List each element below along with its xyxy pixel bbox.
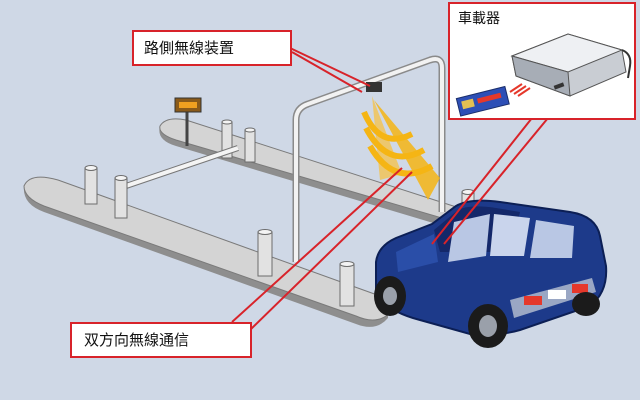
antenna-icon	[366, 82, 382, 92]
bollard	[84, 165, 98, 205]
barrier-gate	[125, 145, 239, 189]
callout-roadside-unit: 路側無線装置	[132, 30, 292, 66]
toll-island-front	[23, 176, 390, 327]
bollard	[221, 119, 233, 159]
device-icon	[510, 33, 632, 97]
radio-wave	[361, 96, 440, 200]
callout-connector	[231, 47, 549, 331]
onboard-illustration	[455, 33, 632, 117]
card-icon	[455, 85, 510, 117]
dsrc-label: 双方向無線通信	[84, 331, 190, 349]
callout-dsrc: 双方向無線通信	[70, 322, 252, 358]
car-icon	[374, 199, 608, 348]
bollard	[244, 127, 256, 163]
gantry	[292, 55, 446, 262]
onboard-unit-label: 車載器	[458, 11, 500, 27]
roadside-unit-label: 路側無線装置	[144, 39, 235, 57]
bollard	[114, 175, 128, 219]
toll-sign	[174, 97, 202, 146]
bollard	[257, 229, 273, 277]
card-insert-arrow	[509, 83, 531, 97]
callout-onboard-unit: 車載器	[448, 2, 636, 120]
bollard	[339, 261, 355, 307]
